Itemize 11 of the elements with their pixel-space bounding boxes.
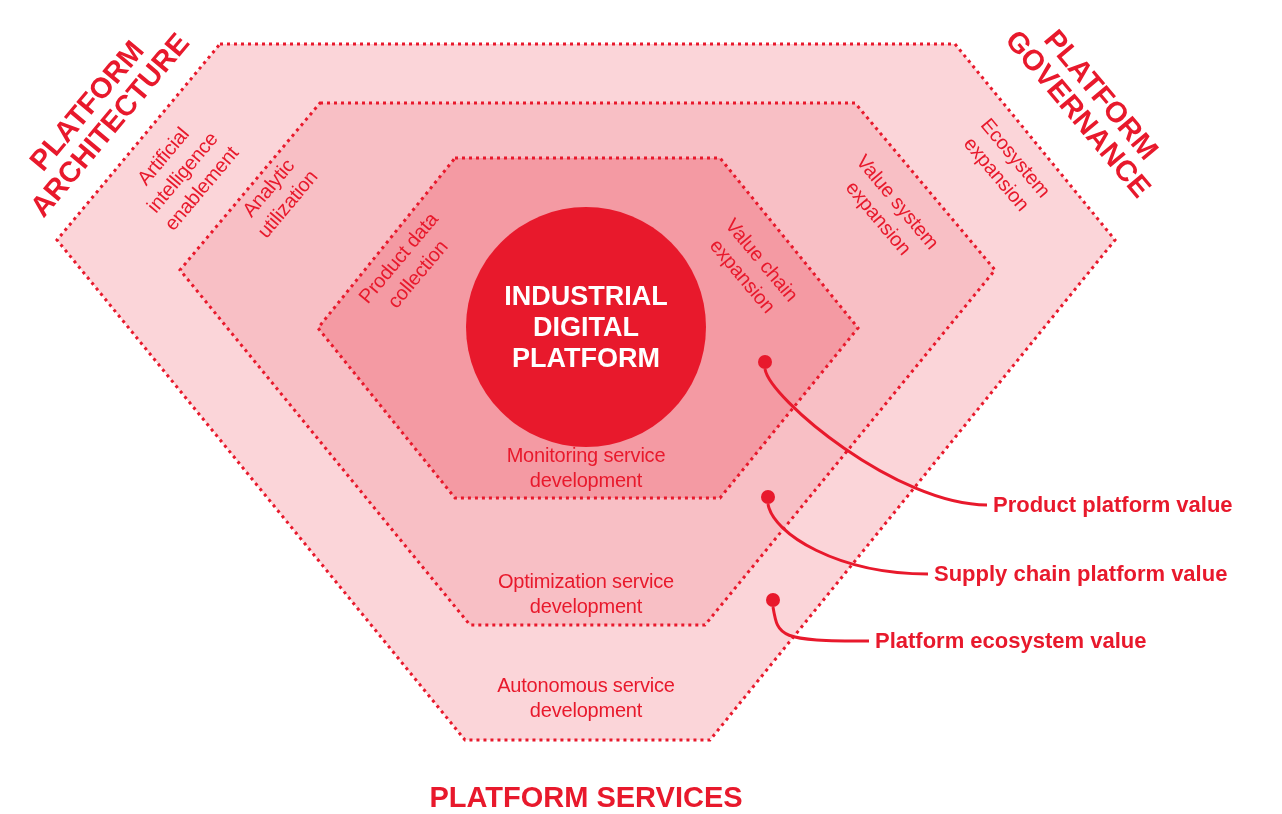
leader-line — [763, 368, 988, 507]
leader-line — [766, 503, 929, 576]
value-label: Supply chain platform value — [934, 560, 1228, 588]
value-label: Platform ecosystem value — [875, 627, 1147, 655]
section-heading: PLATFORM SERVICES — [429, 782, 743, 812]
band-label: Autonomous service development — [496, 673, 676, 723]
leader-line — [771, 606, 869, 643]
band-label: Optimization service development — [496, 569, 676, 619]
band-label: Monitoring service development — [505, 443, 667, 493]
value-label: Product platform value — [993, 491, 1233, 519]
hub-title: INDUSTRIAL DIGITAL PLATFORM — [503, 280, 669, 374]
